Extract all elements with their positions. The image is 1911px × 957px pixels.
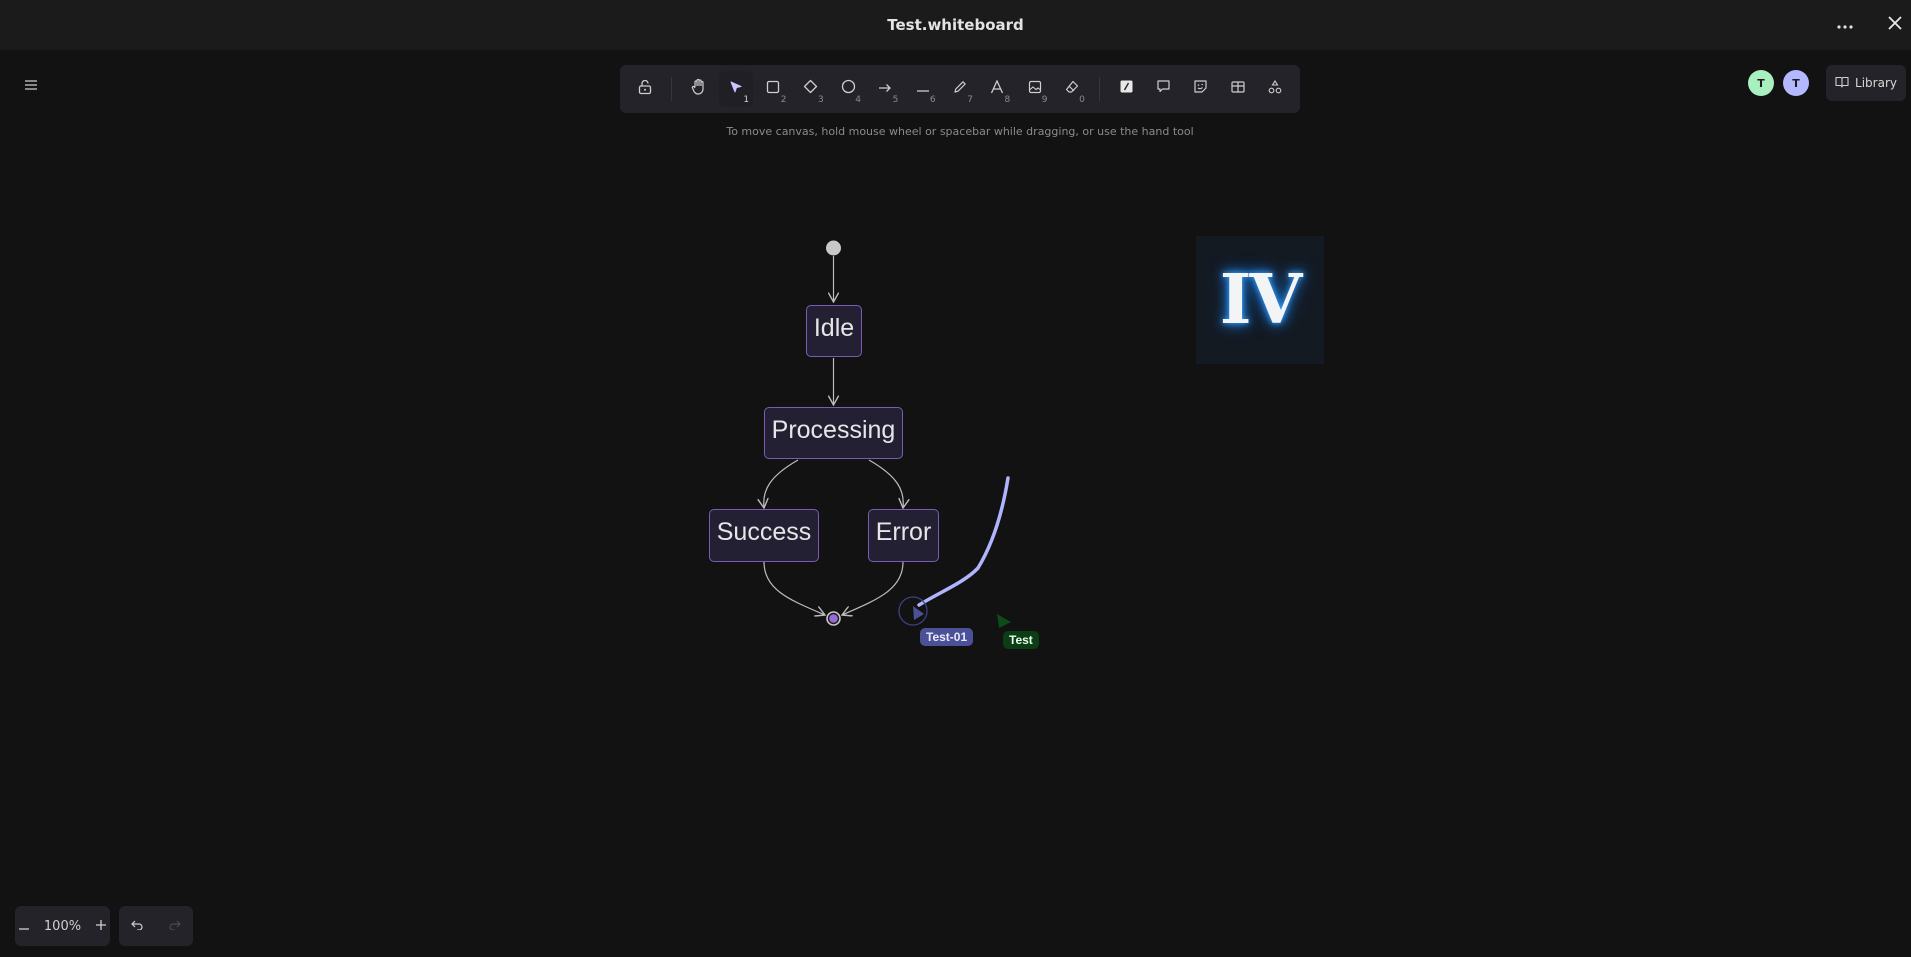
close-button[interactable] bbox=[1880, 10, 1910, 40]
tool-comment[interactable] bbox=[1146, 71, 1180, 107]
text-icon bbox=[990, 78, 1004, 99]
tool-draw[interactable]: 7 bbox=[943, 71, 977, 107]
more-options-button[interactable] bbox=[1830, 10, 1860, 40]
shortcut-key: 2 bbox=[780, 95, 787, 105]
toolbar-divider bbox=[1098, 77, 1100, 101]
main-menu-button[interactable] bbox=[18, 73, 44, 99]
zoom-level[interactable]: 100% bbox=[43, 918, 82, 934]
table-icon bbox=[1231, 80, 1245, 98]
node-label: Error bbox=[875, 518, 932, 546]
header-bar: Test.whiteboard bbox=[0, 0, 1911, 50]
line-icon bbox=[916, 80, 930, 98]
shortcut-key: 9 bbox=[1041, 95, 1048, 105]
zoom-in-button[interactable] bbox=[92, 906, 110, 946]
shortcut-key: 4 bbox=[855, 95, 862, 105]
main-toolbar: 1 2 3 4 5 6 7 bbox=[620, 65, 1300, 113]
zoom-controls: 100% bbox=[15, 906, 110, 946]
zoom-out-button[interactable] bbox=[15, 906, 33, 946]
canvas-hint: To move canvas, hold mouse wheel or spac… bbox=[726, 125, 1194, 138]
shortcut-key: 3 bbox=[818, 95, 824, 105]
tool-table[interactable] bbox=[1221, 71, 1255, 107]
laser-pointer-icon bbox=[1120, 80, 1133, 98]
node-label: Success bbox=[716, 518, 812, 546]
tool-ellipse[interactable]: 4 bbox=[831, 71, 865, 107]
tool-line[interactable]: 6 bbox=[906, 71, 940, 107]
state-node-processing[interactable]: Processing bbox=[764, 407, 903, 459]
collaborator-avatar[interactable]: T bbox=[1783, 70, 1809, 96]
tool-eraser[interactable]: 0 bbox=[1055, 71, 1089, 107]
minus-icon bbox=[19, 917, 29, 935]
collaborator-avatar[interactable]: T bbox=[1748, 70, 1774, 96]
hamburger-menu-icon bbox=[25, 77, 37, 95]
collaborator-cursor-label: Test-01 bbox=[920, 628, 974, 646]
tool-hand[interactable] bbox=[682, 71, 716, 107]
tool-arrow[interactable]: 5 bbox=[868, 71, 902, 107]
shortcut-key: 5 bbox=[892, 95, 899, 105]
plus-icon bbox=[96, 917, 106, 935]
tool-text[interactable]: 8 bbox=[980, 71, 1014, 107]
redo-button[interactable] bbox=[156, 906, 193, 946]
library-label: Library bbox=[1855, 76, 1897, 90]
tool-shapes[interactable] bbox=[1258, 71, 1292, 107]
shortcut-key: 1 bbox=[743, 95, 750, 105]
redo-icon bbox=[168, 917, 181, 935]
history-controls bbox=[119, 906, 193, 946]
image-icon bbox=[1028, 80, 1042, 99]
close-icon bbox=[1888, 15, 1902, 35]
comment-icon bbox=[1156, 79, 1171, 99]
arrow-icon bbox=[878, 80, 892, 98]
image-element[interactable]: IV bbox=[1196, 236, 1324, 364]
hand-icon bbox=[691, 78, 707, 100]
lock-open-icon bbox=[638, 79, 652, 100]
book-icon bbox=[1835, 76, 1849, 91]
tool-image[interactable]: 9 bbox=[1018, 71, 1052, 107]
collaborator-cursor-label: Test bbox=[1003, 631, 1039, 649]
document-title: Test.whiteboard bbox=[887, 16, 1024, 34]
tool-lock[interactable] bbox=[628, 71, 662, 107]
pencil-icon bbox=[953, 80, 967, 99]
whiteboard-canvas[interactable] bbox=[0, 50, 1911, 957]
image-text: IV bbox=[1219, 260, 1303, 340]
diamond-icon bbox=[803, 79, 818, 99]
shapes-icon bbox=[1268, 79, 1282, 99]
tool-laser[interactable] bbox=[1109, 71, 1143, 107]
tool-diamond[interactable]: 3 bbox=[794, 71, 828, 107]
toolbar-divider bbox=[671, 77, 673, 101]
shortcut-key: 8 bbox=[1004, 95, 1011, 105]
state-node-success[interactable]: Success bbox=[709, 509, 819, 562]
shortcut-key: 7 bbox=[967, 95, 973, 105]
avatar-initial: T bbox=[1757, 76, 1765, 90]
pointer-icon bbox=[729, 80, 743, 99]
shortcut-key: 0 bbox=[1079, 95, 1085, 105]
tool-sticker[interactable] bbox=[1184, 71, 1218, 107]
undo-button[interactable] bbox=[119, 906, 156, 946]
state-node-error[interactable]: Error bbox=[868, 509, 939, 562]
eraser-icon bbox=[1065, 80, 1079, 99]
tool-selection[interactable]: 1 bbox=[719, 71, 754, 107]
library-button[interactable]: Library bbox=[1826, 65, 1906, 101]
more-horizontal-icon bbox=[1837, 16, 1853, 34]
state-node-idle[interactable]: Idle bbox=[806, 305, 862, 357]
shortcut-key: 6 bbox=[929, 95, 936, 105]
rectangle-icon bbox=[766, 80, 780, 99]
node-label: Idle bbox=[813, 313, 855, 342]
node-label: Processing bbox=[771, 415, 896, 444]
avatar-initial: T bbox=[1792, 76, 1800, 90]
sticker-icon bbox=[1193, 79, 1208, 99]
ellipse-icon bbox=[841, 79, 856, 99]
tool-rectangle[interactable]: 2 bbox=[757, 71, 791, 107]
undo-icon bbox=[131, 917, 144, 935]
